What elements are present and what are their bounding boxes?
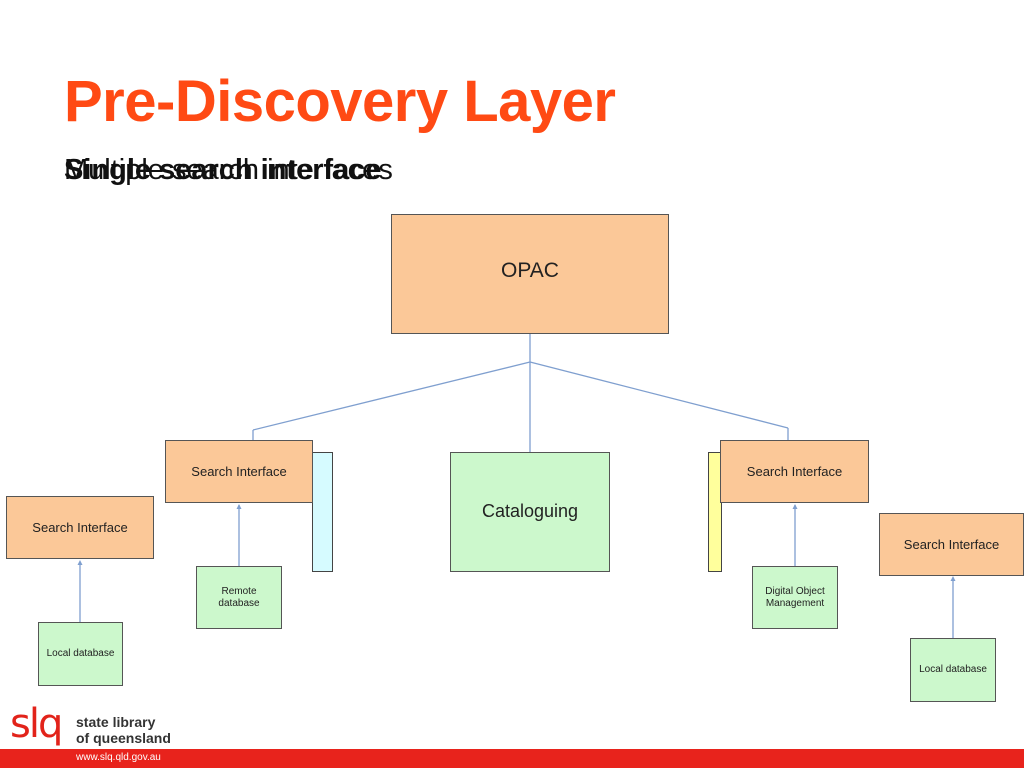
local-database-right-box: Local database <box>910 638 996 702</box>
subtitle-single: Single search interface <box>64 154 382 186</box>
footer-url[interactable]: www.slq.qld.gov.au <box>76 752 161 763</box>
slq-logo-name: state library of queensland <box>76 714 216 746</box>
arrow-head-local-left <box>77 560 83 565</box>
connector-right-branch <box>529 361 789 429</box>
search-interface-right-outer: Search Interface <box>879 513 1024 576</box>
slq-logo-mark: slq <box>10 701 63 747</box>
cyan-strip <box>312 452 333 572</box>
connector-left-branch <box>252 361 531 431</box>
arrow-head-digital <box>792 504 798 509</box>
arrow-head-remote <box>236 504 242 509</box>
search-interface-left-inner: Search Interface <box>165 440 313 503</box>
slide-title: Pre-Discovery Layer <box>64 69 616 134</box>
search-interface-left-outer: Search Interface <box>6 496 154 559</box>
logo-line-1: state library <box>76 714 156 730</box>
local-database-left-box: Local database <box>38 622 123 686</box>
subtitle-multiple: Multiple search interfaces <box>64 154 393 186</box>
footer-bar: www.slq.qld.gov.au <box>0 749 1024 768</box>
logo-line-2: of queensland <box>76 730 171 746</box>
opac-box: OPAC <box>391 214 669 334</box>
yellow-strip <box>708 452 722 572</box>
digital-object-management-box: Digital Object Management <box>752 566 838 629</box>
remote-database-box: Remote database <box>196 566 282 629</box>
cataloguing-box: Cataloguing <box>450 452 610 572</box>
search-interface-right-inner: Search Interface <box>720 440 869 503</box>
arrow-head-local-right <box>950 576 956 581</box>
